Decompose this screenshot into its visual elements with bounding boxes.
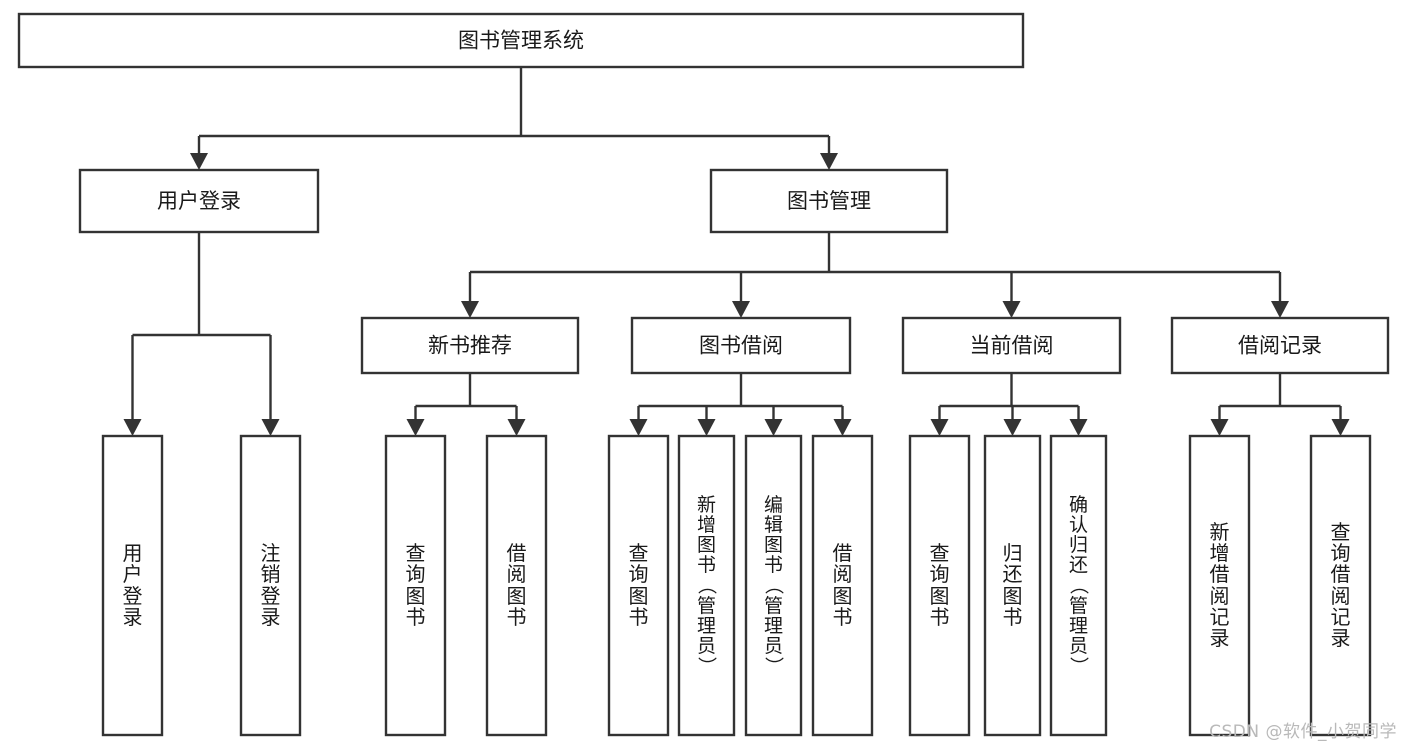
arrow-head-icon bbox=[764, 419, 783, 436]
node-box[interactable] bbox=[607, 434, 670, 737]
arrow-head-icon bbox=[629, 419, 648, 436]
connector-group-借阅记录 bbox=[1210, 373, 1350, 436]
watermark-text: CSDN @软件_小贺同学 bbox=[1209, 722, 1397, 742]
node-box[interactable] bbox=[709, 168, 949, 234]
node-box[interactable] bbox=[677, 434, 736, 737]
connector-group-用户登录 bbox=[123, 232, 280, 436]
arrow-head-icon bbox=[123, 419, 142, 436]
node-leaf-新增图书管理员[interactable] bbox=[677, 434, 736, 737]
node-label: 用户登录 bbox=[157, 189, 241, 213]
node-leaf-查询图书[interactable] bbox=[384, 434, 447, 737]
arrow-head-icon bbox=[1069, 419, 1088, 436]
node-box[interactable] bbox=[1188, 434, 1251, 737]
node-level2-用户登录[interactable] bbox=[78, 168, 320, 234]
node-box[interactable] bbox=[901, 316, 1122, 375]
box-layer bbox=[17, 12, 1390, 737]
node-root-图书管理系统[interactable] bbox=[17, 12, 1025, 69]
node-leaf-借阅图书[interactable] bbox=[485, 434, 548, 737]
node-label: 图书管理系统 bbox=[458, 29, 584, 53]
node-label: 当前借阅 bbox=[970, 334, 1054, 358]
node-label: 图书借阅 bbox=[699, 334, 783, 358]
arrow-head-icon bbox=[820, 153, 838, 170]
node-box[interactable] bbox=[811, 434, 874, 737]
node-box[interactable] bbox=[630, 316, 852, 375]
arrow-head-icon bbox=[190, 153, 208, 170]
connector-group-图书借阅 bbox=[629, 373, 852, 436]
arrow-head-icon bbox=[461, 301, 479, 318]
node-box[interactable] bbox=[1049, 434, 1108, 737]
arrow-head-icon bbox=[697, 419, 716, 436]
connector-layer bbox=[123, 67, 1350, 436]
node-label: 借阅记录 bbox=[1238, 334, 1322, 358]
node-box[interactable] bbox=[908, 434, 971, 737]
node-box[interactable] bbox=[1309, 434, 1372, 737]
arrow-head-icon bbox=[732, 301, 750, 318]
node-level3-新书推荐[interactable] bbox=[360, 316, 580, 375]
node-box[interactable] bbox=[78, 168, 320, 234]
node-leaf-借阅图书[interactable] bbox=[811, 434, 874, 737]
node-label: 图书管理 bbox=[787, 189, 871, 213]
node-box[interactable] bbox=[1170, 316, 1390, 375]
node-box[interactable] bbox=[101, 434, 164, 737]
arrow-head-icon bbox=[833, 419, 852, 436]
connector-group-新书推荐 bbox=[406, 373, 526, 436]
arrow-head-icon bbox=[930, 419, 949, 436]
arrow-head-icon bbox=[261, 419, 280, 436]
node-box[interactable] bbox=[744, 434, 803, 737]
arrow-head-icon bbox=[1210, 419, 1229, 436]
connector-group-当前借阅 bbox=[930, 373, 1088, 436]
node-leaf-查询图书[interactable] bbox=[607, 434, 670, 737]
node-level2-图书管理[interactable] bbox=[709, 168, 949, 234]
node-box[interactable] bbox=[17, 12, 1025, 69]
node-box[interactable] bbox=[384, 434, 447, 737]
arrow-head-icon bbox=[406, 419, 425, 436]
node-leaf-编辑图书管理员[interactable] bbox=[744, 434, 803, 737]
node-box[interactable] bbox=[983, 434, 1042, 737]
node-leaf-归还图书[interactable] bbox=[983, 434, 1042, 737]
arrow-head-icon bbox=[1271, 301, 1289, 318]
node-box[interactable] bbox=[239, 434, 302, 737]
node-box[interactable] bbox=[485, 434, 548, 737]
node-label: 新书推荐 bbox=[428, 334, 512, 358]
node-leaf-新增借阅记录[interactable] bbox=[1188, 434, 1251, 737]
node-leaf-用户登录[interactable] bbox=[101, 434, 164, 737]
node-leaf-查询图书[interactable] bbox=[908, 434, 971, 737]
arrow-head-icon bbox=[1002, 301, 1021, 318]
arrow-head-icon bbox=[1331, 419, 1350, 436]
arrow-head-icon bbox=[507, 419, 526, 436]
node-leaf-查询借阅记录[interactable] bbox=[1309, 434, 1372, 737]
node-level3-借阅记录[interactable] bbox=[1170, 316, 1390, 375]
node-level3-当前借阅[interactable] bbox=[901, 316, 1122, 375]
arrow-head-icon bbox=[1003, 419, 1022, 436]
connector-group-图书管理 bbox=[461, 232, 1289, 318]
connector-group-root bbox=[190, 67, 838, 170]
node-leaf-确认归还管理员[interactable] bbox=[1049, 434, 1108, 737]
node-leaf-注销登录[interactable] bbox=[239, 434, 302, 737]
node-box[interactable] bbox=[360, 316, 580, 375]
node-level3-图书借阅[interactable] bbox=[630, 316, 852, 375]
